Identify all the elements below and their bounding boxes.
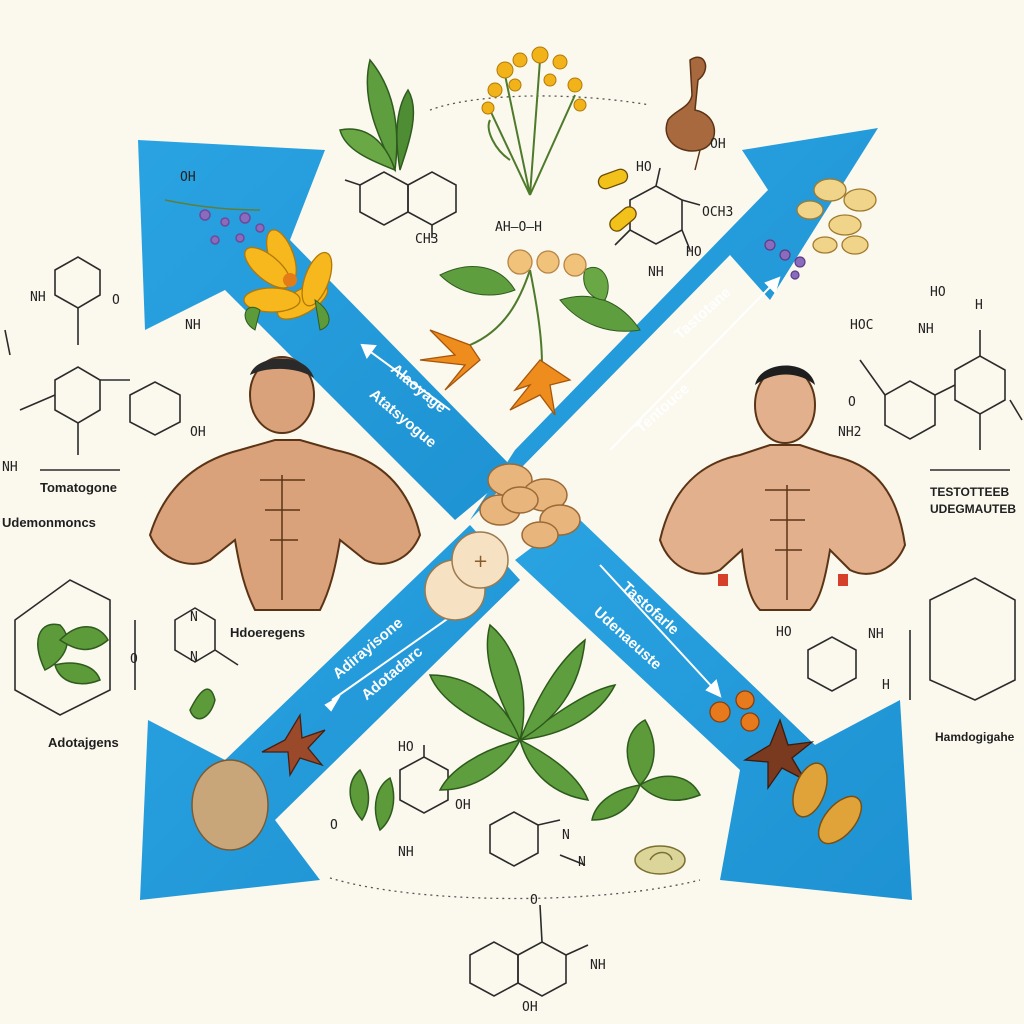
mol-label-right-nh: NH bbox=[918, 322, 934, 337]
mol-label-top-right-och3: OCH3 bbox=[702, 205, 734, 220]
mol-label-bottom-n2: N bbox=[578, 855, 586, 870]
mol-label-mid-right-nh: NH bbox=[868, 627, 884, 642]
mol-label-bottom-o: O bbox=[330, 818, 338, 833]
mol-label-bottom-center-oh: OH bbox=[522, 1000, 538, 1015]
mol-label-left-nh3: NH bbox=[2, 460, 18, 475]
leaves-left-bottom bbox=[37, 623, 216, 720]
orange-berries bbox=[709, 690, 760, 732]
mol-label-bottom-oh: OH bbox=[455, 798, 471, 813]
mol-label-right-nh2: NH2 bbox=[838, 425, 862, 440]
mol-label-bottom-nh: NH bbox=[398, 845, 414, 860]
chemical-structures bbox=[4, 167, 1023, 997]
mol-label-top-right-ho: HO bbox=[636, 160, 652, 175]
mol-label-left-bottom-o: O bbox=[130, 652, 138, 667]
mol-label-top-right-nh: NH bbox=[648, 265, 664, 280]
mol-label-left-nh: NH bbox=[30, 290, 46, 305]
molecule-right-bottom bbox=[807, 577, 1016, 701]
purple-sprig-right bbox=[764, 239, 806, 280]
mol-label-bottom-ho: HO bbox=[398, 740, 414, 755]
ginger-pieces bbox=[796, 178, 877, 255]
arrow-up-right bbox=[470, 128, 878, 520]
mol-label-left-oh: OH bbox=[190, 425, 206, 440]
figure-left bbox=[148, 356, 422, 611]
root-star-left bbox=[261, 712, 326, 778]
mol-label-bottom-center-nh: NH bbox=[590, 958, 606, 973]
molecule-left bbox=[4, 256, 181, 471]
mol-label-top-center: AH–O–H bbox=[495, 220, 542, 235]
botanicals: + bbox=[37, 46, 877, 875]
label-right-2: UDEGMAUTEB bbox=[930, 502, 1016, 516]
molecule-left-bottom bbox=[14, 579, 239, 716]
molecule-top-left bbox=[344, 171, 457, 238]
label-right-1: TESTOTTEEB bbox=[930, 485, 1010, 499]
mol-label-mid-right-ho: HO bbox=[776, 625, 792, 640]
shell-bottom-right bbox=[634, 845, 686, 875]
mol-label-right-ho: HO bbox=[930, 285, 946, 300]
label-left-1: Tomatogone bbox=[40, 480, 118, 495]
mol-label-top-left-oh: OH bbox=[180, 170, 196, 185]
mol-label-top-right-oh: OH bbox=[710, 137, 726, 152]
mol-label-bottom-n: N bbox=[562, 828, 570, 843]
molecule-right bbox=[859, 330, 1023, 471]
molecule-bottom-middle bbox=[399, 745, 586, 867]
figure-right bbox=[658, 365, 907, 611]
mol-label-left-nh2: NH bbox=[185, 318, 201, 333]
svg-text:+: + bbox=[473, 551, 488, 572]
leaves-right-bottom bbox=[349, 719, 702, 832]
mol-label-left-o: O bbox=[112, 293, 120, 308]
capsules-top bbox=[597, 168, 637, 232]
mol-label-bottom-center-o: O bbox=[530, 893, 538, 908]
orange-flowers-center bbox=[419, 249, 641, 416]
mol-label-right-hoc: HOC bbox=[850, 318, 874, 333]
yellow-flower-bouquet bbox=[481, 46, 587, 196]
label-right-bottom: Hamdogigahe bbox=[935, 730, 1015, 744]
seed-ball bbox=[191, 759, 269, 851]
mol-label-mid-right-h: H bbox=[882, 678, 890, 693]
mol-label-mid-left-n: N bbox=[190, 610, 198, 625]
leaf-sprig-top-left bbox=[339, 58, 415, 173]
mol-label-top-right-ho2: HO bbox=[686, 245, 702, 260]
almond-seeds bbox=[792, 762, 863, 845]
center-wafers bbox=[479, 463, 581, 549]
molecule-top-right bbox=[614, 167, 701, 251]
purple-flower-top-left bbox=[164, 199, 265, 245]
leaf-cluster-bottom bbox=[428, 623, 617, 801]
molecule-bottom-center bbox=[469, 904, 589, 997]
mol-label-top-left-ch3: CH3 bbox=[415, 232, 439, 247]
mol-label-mid-left-n2: N bbox=[190, 650, 198, 665]
label-center-left: Hdoeregens bbox=[230, 625, 306, 640]
mol-label-right-h: H bbox=[975, 298, 983, 313]
mol-label-right-o: O bbox=[848, 395, 856, 410]
yellow-star-flower bbox=[243, 229, 333, 331]
label-left-3: Adotajgens bbox=[48, 735, 119, 750]
inner-arrow-strokes bbox=[324, 276, 781, 712]
arrow-up-left bbox=[138, 140, 515, 520]
label-left-2: Udemonmoncs bbox=[2, 515, 96, 530]
root-top-right bbox=[665, 56, 716, 171]
center-root-slices: + bbox=[424, 531, 509, 621]
